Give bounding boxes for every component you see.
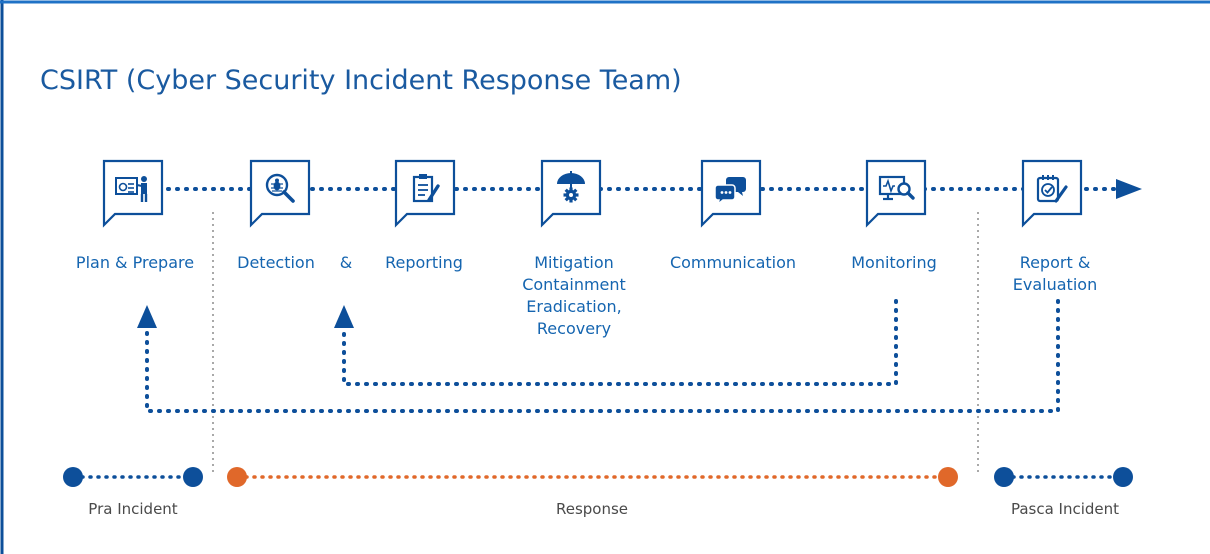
pre-incident-end-node: [183, 467, 203, 487]
step-label-line: Reporting: [385, 253, 463, 272]
post-incident-end-node: [1113, 467, 1133, 487]
clipboard-pencil-icon: [412, 174, 440, 203]
connector-ampersand: &: [340, 253, 352, 272]
step-box: [249, 159, 311, 228]
step-label-line: Mitigation: [534, 253, 614, 272]
presentation-board-icon: [115, 176, 148, 202]
chat-bubbles-icon: [714, 177, 746, 206]
phase-label-post-incident: Pasca Incident: [1011, 500, 1119, 518]
phase-label-pre-incident: Pra Incident: [88, 500, 178, 518]
page-title: CSIRT (Cyber Security Incident Response …: [40, 65, 682, 96]
step-box: [102, 159, 164, 228]
response-end-node: [938, 467, 958, 487]
step-label: Reporting: [385, 253, 463, 272]
phase-dividers: [212, 212, 979, 472]
steps: [102, 159, 1083, 228]
step-label: Detection: [237, 253, 315, 272]
step-label-line: Monitoring: [851, 253, 937, 272]
step-label: Communication: [670, 253, 796, 272]
step-labels: Plan & Prepare Detection Reporting Mitigati…: [76, 253, 1097, 338]
step-box: [865, 159, 927, 228]
loop-arrow-plan: [137, 305, 157, 328]
step-label-line: Containment: [522, 275, 626, 294]
umbrella-gear-icon: [557, 171, 585, 203]
step-label-line: Report &: [1020, 253, 1091, 272]
monitor-search-icon: [878, 175, 915, 201]
process-flow-line: [166, 179, 1142, 199]
post-incident-start-node: [994, 467, 1014, 487]
step-box: [394, 159, 456, 228]
step-label-line: Recovery: [537, 319, 611, 338]
step-label: Monitoring: [851, 253, 937, 272]
step-box: [700, 159, 762, 228]
step-label: Report & Evaluation: [1013, 253, 1097, 294]
pre-incident-start-node: [63, 467, 83, 487]
step-label-line: Evaluation: [1013, 275, 1097, 294]
checklist-edit-icon: [1036, 175, 1068, 203]
phase-label-response: Response: [556, 500, 628, 518]
magnifier-bug-icon: [265, 173, 295, 203]
step-label-line: Plan & Prepare: [76, 253, 194, 272]
step-label-line: Detection: [237, 253, 315, 272]
feedback-loop-monitoring: [334, 299, 898, 386]
step-label-line: Communication: [670, 253, 796, 272]
flow-arrow-head: [1116, 179, 1142, 199]
step-box: [540, 159, 602, 228]
step-label-line: Eradication,: [526, 297, 621, 316]
feedback-loop-evaluation: [137, 299, 1060, 413]
phase-timeline: Pra Incident Response Pasca Incident: [63, 467, 1133, 518]
step-box: [1021, 159, 1083, 228]
response-start-node: [227, 467, 247, 487]
loop-arrow-detection: [334, 305, 354, 328]
step-label: Plan & Prepare: [76, 253, 194, 272]
